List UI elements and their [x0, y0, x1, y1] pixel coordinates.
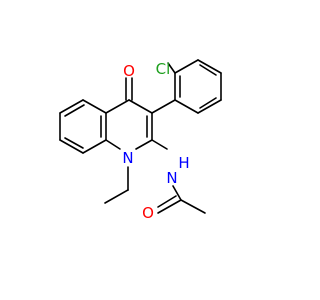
bond	[199, 97, 217, 109]
bond	[197, 59, 222, 74]
bond	[167, 62, 176, 74]
bond	[105, 99, 130, 114]
bond	[128, 99, 153, 114]
atom-label-hydrogen-amide: H	[178, 154, 189, 172]
bond	[172, 185, 182, 201]
bond	[64, 104, 85, 117]
atom-label-oxygen-amide: O	[142, 204, 154, 222]
bond	[82, 99, 107, 114]
bond	[135, 139, 153, 150]
bond	[180, 199, 206, 214]
bond	[105, 139, 121, 150]
bond	[82, 139, 107, 154]
bond	[104, 189, 129, 204]
structure-drawing: Cl O N H N O	[59, 59, 222, 222]
bond	[174, 59, 199, 74]
bond	[64, 137, 84, 149]
molecule-diagram: Cl O N H N O	[59, 59, 222, 222]
bond	[151, 99, 176, 114]
bond	[59, 99, 84, 114]
bond	[174, 99, 199, 114]
atom-label-oxygen-ketone: O	[123, 62, 135, 80]
bond	[59, 139, 84, 154]
bond	[157, 199, 182, 214]
bond	[157, 195, 177, 208]
bond	[199, 64, 217, 76]
atom-label-nitrogen-amide: N	[166, 169, 177, 187]
atom-label-nitrogen-ring: N	[122, 149, 133, 167]
bond	[197, 99, 222, 114]
atom-label-chlorine: Cl	[156, 60, 171, 78]
bond	[151, 139, 168, 150]
